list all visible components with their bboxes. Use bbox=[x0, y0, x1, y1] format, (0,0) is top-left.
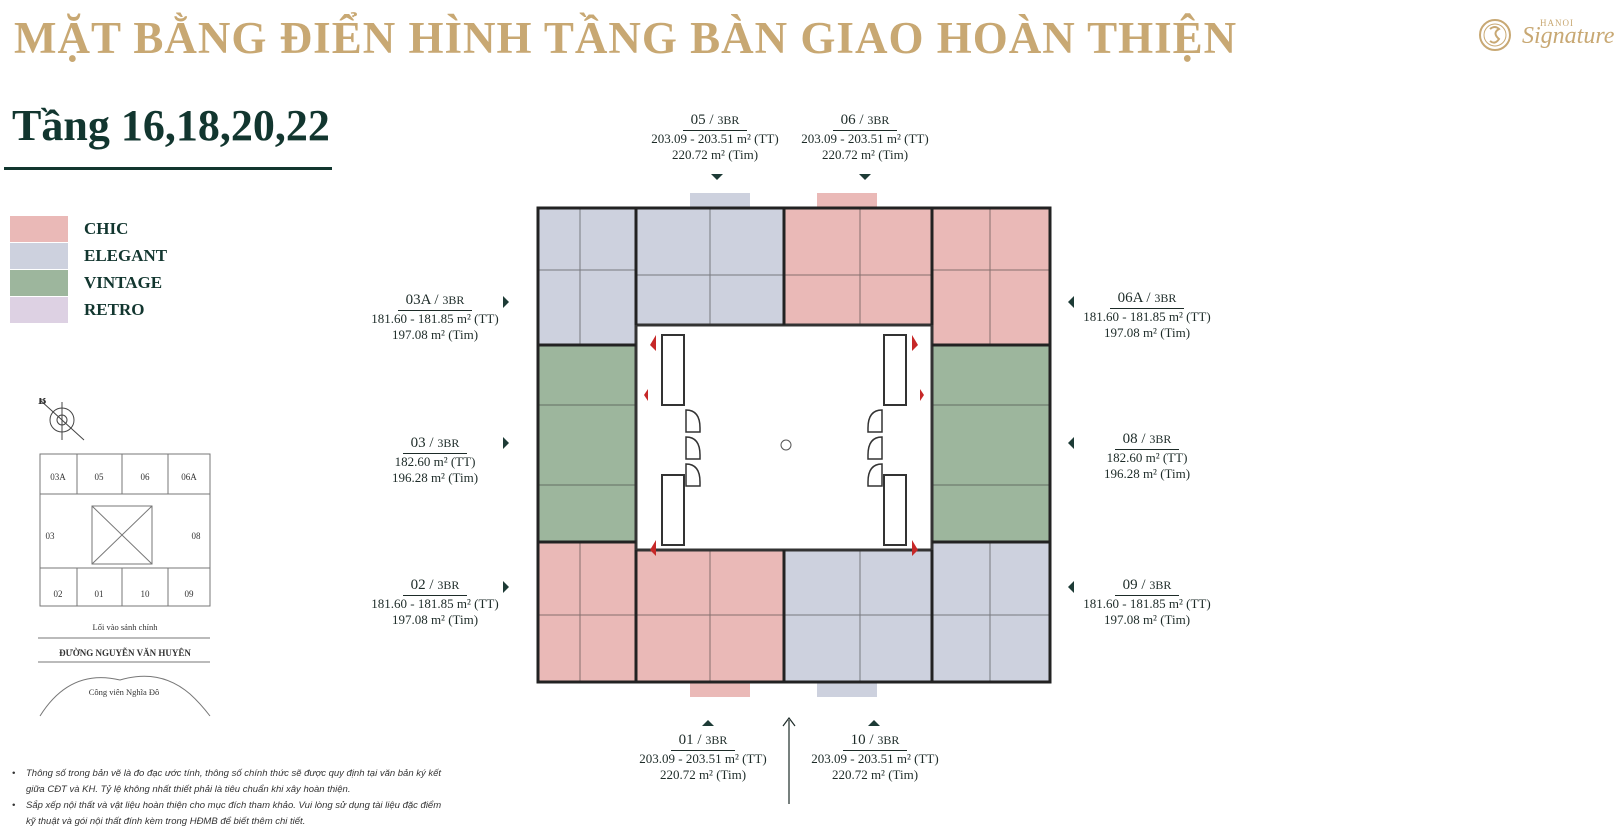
legend-swatch bbox=[10, 243, 68, 269]
note-item: Thông số trong bản vẽ là đo đạc ước tính… bbox=[10, 766, 450, 798]
unit-label-01: 01 / 3BR 203.09 - 203.51 m² (TT) 220.72 … bbox=[639, 732, 767, 782]
logo-top-text: HANOI bbox=[1540, 18, 1574, 28]
keyplan-cell-06: 06 bbox=[141, 472, 151, 482]
logo-emblem-icon bbox=[1479, 19, 1511, 51]
unit-label-06a: 06A / 3BR 181.60 - 181.85 m² (TT) 197.08… bbox=[1083, 290, 1211, 340]
legend-item-chic: CHIC bbox=[10, 216, 210, 242]
keyplan-cell-08: 08 bbox=[192, 531, 202, 541]
unit-block-09 bbox=[932, 542, 1050, 682]
legend-swatch bbox=[10, 216, 68, 242]
unit-label-08: 08 / 3BR 182.60 m² (TT) 196.28 m² (Tim) bbox=[1103, 431, 1191, 481]
keyplan-cell-06a: 06A bbox=[181, 472, 197, 482]
floor-plan bbox=[536, 193, 1052, 697]
compass-icon: B bbox=[38, 398, 85, 441]
logo-text: Signature bbox=[1522, 23, 1615, 49]
legend-label: CHIC bbox=[84, 219, 129, 238]
legend-swatch bbox=[10, 297, 68, 323]
street-label: ĐƯỜNG NGUYỄN VĂN HUYÊN bbox=[59, 648, 191, 658]
stair-west-top bbox=[661, 334, 685, 406]
legend-item-elegant: ELEGANT bbox=[10, 243, 210, 269]
keyplan-cell-10: 10 bbox=[141, 589, 151, 599]
keyplan-cell-05: 05 bbox=[95, 472, 105, 482]
park-label: Công viên Nghĩa Đô bbox=[89, 687, 160, 697]
main-entrance-arrow-icon bbox=[782, 717, 796, 804]
legend-item-retro: RETRO bbox=[10, 297, 210, 323]
brand-logo: HANOI Signature bbox=[1478, 15, 1618, 57]
stair-east-top bbox=[883, 334, 907, 406]
unit-label-03a: 03A / 3BR 181.60 - 181.85 m² (TT) 197.08… bbox=[371, 292, 499, 342]
unit-block-08 bbox=[932, 345, 1050, 542]
unit-label-09: 09 / 3BR 181.60 - 181.85 m² (TT) 197.08 … bbox=[1083, 577, 1211, 627]
key-plan: B 03A 05 06 06A 03 08 02 01 10 09 Lối và… bbox=[38, 398, 211, 717]
keyplan-cell-03a: 03A bbox=[50, 472, 66, 482]
unit-label-06: 06 / 3BR 203.09 - 203.51 m² (TT) 220.72 … bbox=[801, 112, 929, 162]
keyplan-cell-01: 01 bbox=[95, 589, 104, 599]
legend-label: ELEGANT bbox=[84, 246, 168, 265]
keyplan-cell-02: 02 bbox=[54, 589, 63, 599]
legend-label: VINTAGE bbox=[84, 273, 163, 292]
keyplan-cell-03: 03 bbox=[46, 531, 56, 541]
unit-label-02: 02 / 3BR 181.60 - 181.85 m² (TT) 197.08 … bbox=[371, 577, 499, 627]
unit-block-10 bbox=[784, 542, 932, 682]
unit-block-02 bbox=[538, 542, 636, 682]
keyplan-cell-09: 09 bbox=[185, 589, 195, 599]
unit-block-03 bbox=[538, 345, 636, 542]
north-label: B bbox=[38, 398, 46, 407]
legend-item-vintage: VINTAGE bbox=[10, 270, 210, 296]
stair-east-bottom bbox=[883, 474, 907, 546]
disclaimer-notes: Thông số trong bản vẽ là đo đạc ước tính… bbox=[10, 766, 450, 830]
unit-label-10: 10 / 3BR 203.09 - 203.51 m² (TT) 220.72 … bbox=[811, 732, 939, 782]
entrance-label: Lối vào sảnh chính bbox=[93, 622, 159, 632]
legend-label: RETRO bbox=[84, 300, 145, 319]
unit-pointers bbox=[503, 174, 1074, 726]
stair-west-bottom bbox=[661, 474, 685, 546]
unit-block-03a bbox=[538, 208, 636, 345]
unit-label-05: 05 / 3BR 203.09 - 203.51 m² (TT) 220.72 … bbox=[651, 112, 779, 162]
note-item: Sắp xếp nội thất và vật liệu hoàn thiện … bbox=[10, 798, 450, 830]
title-divider bbox=[4, 167, 332, 170]
unit-block-06a bbox=[932, 208, 1050, 345]
legend-swatch bbox=[10, 270, 68, 296]
unit-label-03: 03 / 3BR 182.60 m² (TT) 196.28 m² (Tim) bbox=[391, 435, 479, 485]
page-title: MẶT BẰNG ĐIỂN HÌNH TẦNG BÀN GIAO HOÀN TH… bbox=[14, 13, 1238, 63]
center-mark-icon bbox=[780, 439, 792, 451]
floor-title: Tầng 16,18,20,22 bbox=[12, 101, 330, 150]
unit-block-06 bbox=[784, 208, 932, 345]
